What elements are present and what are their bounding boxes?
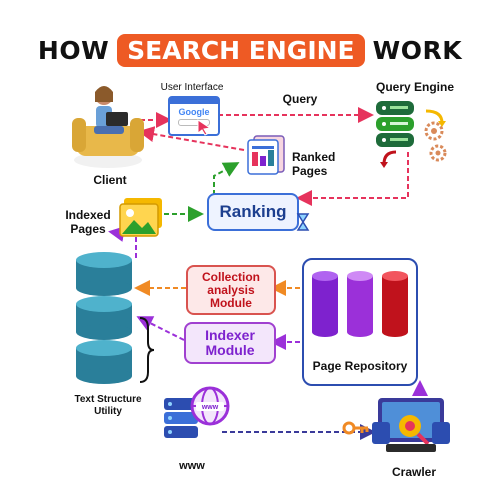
query-label: Query xyxy=(282,92,318,106)
collection-analysis-module-box: Collection analysis Module xyxy=(186,265,276,315)
google-logo: Google xyxy=(178,107,210,117)
indexed-pages-label: Indexed Pages xyxy=(65,208,111,236)
title-highlight: SEARCH ENGINE xyxy=(117,33,365,67)
brace-icon xyxy=(139,317,155,383)
repository-cylinders-icon xyxy=(312,271,408,337)
client-label: Client xyxy=(93,173,127,187)
arrow-ranked-client xyxy=(138,126,245,151)
text-cylinder-icon xyxy=(76,252,132,384)
hourglass-icon xyxy=(296,213,310,231)
indexer-module-box: Indexer Module xyxy=(184,322,276,364)
title-prefix: HOW xyxy=(37,35,110,65)
www-label: www xyxy=(179,460,205,472)
gear-icon xyxy=(429,144,447,162)
key-icon xyxy=(342,421,369,435)
loop-arrow-icon xyxy=(380,150,397,168)
cursor-icon xyxy=(197,119,212,136)
title-suffix: WORK xyxy=(372,35,463,65)
browser-window-icon: Google xyxy=(168,96,220,136)
person-with-laptop-icon xyxy=(72,86,144,168)
crawler-label: Crawler xyxy=(391,465,437,479)
page-title: HOW SEARCH ENGINE WORK xyxy=(0,28,500,72)
crawler-bot-icon xyxy=(372,398,450,452)
www-server-icon: www xyxy=(164,386,230,438)
gear-icon xyxy=(424,121,444,141)
arrow-ranking-ranked xyxy=(213,162,240,195)
user-interface-label: User Interface xyxy=(160,82,224,93)
page-repository-box: Page Repository xyxy=(302,258,418,386)
database-server-icon xyxy=(376,101,447,162)
query-engine-label: Query Engine xyxy=(375,80,455,94)
ranked-pages-icon xyxy=(247,135,285,175)
svg-text:www: www xyxy=(201,404,219,411)
text-structure-utility-label: Text Structure Utility xyxy=(74,394,142,417)
page-repository-label: Page Repository xyxy=(312,359,408,373)
ranking-box: Ranking xyxy=(207,193,299,231)
image-picture-icon xyxy=(119,198,162,237)
ranked-pages-label: Ranked Pages xyxy=(292,150,336,178)
